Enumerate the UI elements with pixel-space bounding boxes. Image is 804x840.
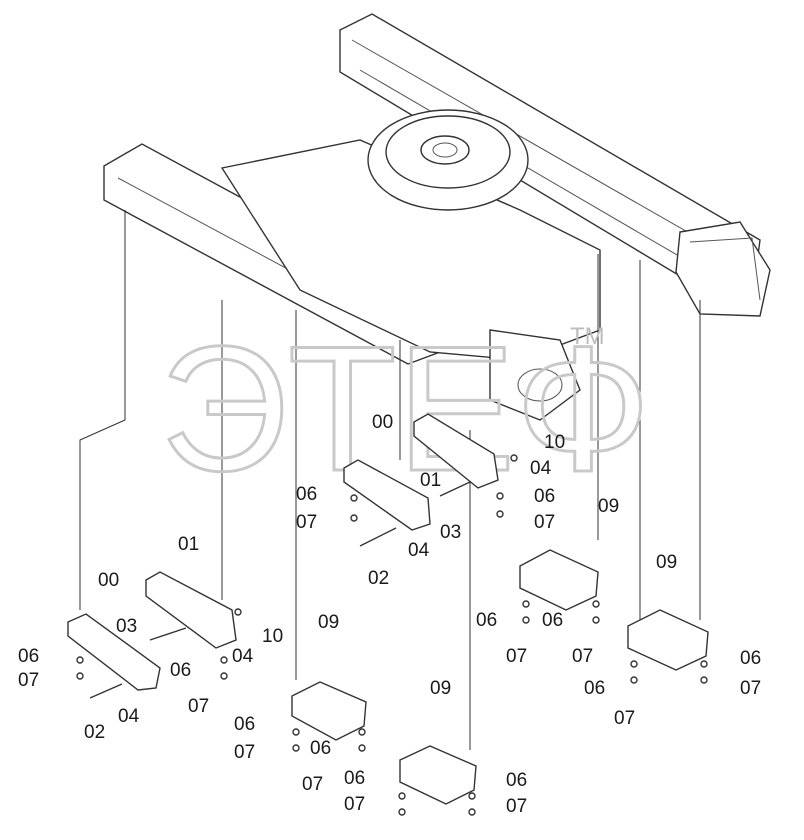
bolt-03-left [149,627,187,641]
watermark-text: ЭТЕФ [160,309,651,508]
callout-03: 03 [440,522,461,543]
part-callouts: 00 01 10 04 06 07 03 04 02 06 07 09 06 0… [18,412,761,817]
bracket-09-c [519,549,599,611]
callout-06: 06 [310,738,331,759]
callout-04: 04 [408,540,430,561]
bolt-03-center [439,481,471,497]
callout-07: 07 [234,742,255,763]
callout-01: 01 [420,470,441,491]
callout-09: 09 [430,678,451,699]
callout-03: 03 [116,616,137,637]
callout-09: 09 [656,552,677,573]
callout-02: 02 [84,722,105,743]
callout-07: 07 [506,796,527,817]
guard-plate-00-left [67,613,161,691]
callout-00: 00 [372,412,393,433]
callout-07: 07 [740,678,761,699]
center-guard-group [343,413,518,547]
callout-07: 07 [534,512,555,533]
callout-09: 09 [598,496,619,517]
callout-07: 07 [296,512,317,533]
callout-04: 04 [118,706,140,727]
callout-07: 07 [18,670,39,691]
callout-01: 01 [178,534,199,555]
bracket-09-d [627,609,709,671]
callout-00: 00 [98,570,119,591]
callout-06: 06 [170,660,191,681]
bolt-02-center [359,527,397,547]
callout-04: 04 [530,458,552,479]
callout-06: 06 [506,770,527,791]
bracket-09-b [399,745,477,805]
callout-09: 09 [318,612,339,633]
track-frame [79,13,771,750]
callout-07: 07 [344,794,365,815]
callout-06: 06 [476,610,497,631]
callout-07: 07 [302,774,323,795]
callout-06: 06 [740,648,761,669]
callout-07: 07 [188,696,209,717]
callout-06: 06 [584,678,605,699]
callout-06: 06 [18,646,39,667]
callout-07: 07 [572,646,593,667]
left-guard-group [67,571,242,699]
callout-06: 06 [234,714,255,735]
guard-plate-00-center [343,459,431,531]
watermark-logo: ЭТЕФ TM [159,308,653,510]
watermark-trademark: TM [570,323,605,350]
callout-04: 04 [232,646,254,667]
callout-06: 06 [534,486,555,507]
callout-06: 06 [296,484,317,505]
bolt-02-left [89,683,123,699]
callout-06: 06 [542,610,563,631]
guard-cover-01-center [413,413,499,489]
bracket-group [291,549,709,816]
callout-07: 07 [506,646,527,667]
guard-cover-01-left [145,571,237,649]
callout-06: 06 [344,768,365,789]
callout-10: 10 [262,626,283,647]
bracket-09-a [291,681,367,741]
callout-07: 07 [614,708,635,729]
callout-02: 02 [368,568,389,589]
callout-10: 10 [544,432,565,453]
